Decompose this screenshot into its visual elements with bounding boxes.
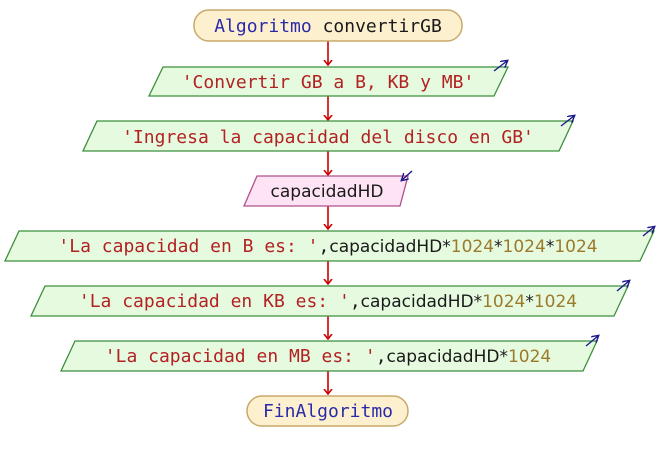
kb-variable: capacidadHD — [361, 292, 474, 312]
input-read: capacidadHD — [243, 170, 413, 207]
output-mb: 'La capacidad en MB es: ',capacidadHD*10… — [59, 336, 598, 372]
output-bytes: 'La capacidad en B es: ',capacidadHD*102… — [3, 227, 654, 262]
mb-variable: capacidadHD — [387, 347, 500, 367]
bytes-op-1: * — [442, 237, 451, 257]
bytes-num-3: 1024 — [554, 237, 597, 257]
algorithm-name: convertirGB — [323, 16, 442, 37]
svg-text:'La capacidad en B es: ',capac: 'La capacidad en B es: ',capacidadHD*102… — [58, 236, 597, 257]
output-prompt-text: 'Ingresa la capacidad del disco en GB' — [122, 127, 534, 148]
kb-sep: , — [350, 291, 361, 312]
mb-string: 'La capacidad en MB es: ' — [105, 346, 376, 367]
kb-num-1: 1024 — [482, 292, 525, 312]
bytes-op-2: * — [494, 237, 503, 257]
kb-op-2: * — [525, 292, 534, 312]
bytes-string: 'La capacidad en B es: ' — [58, 236, 318, 257]
output-arrow-icon — [642, 227, 654, 237]
mb-op-1: * — [499, 347, 508, 367]
bytes-num-1: 1024 — [451, 237, 494, 257]
output-arrow-icon — [585, 336, 598, 347]
end-keyword: FinAlgoritmo — [263, 401, 393, 422]
bytes-op-3: * — [546, 237, 555, 257]
mb-sep: , — [376, 346, 387, 367]
output-kb: 'La capacidad en KB es: ',capacidadHD*10… — [29, 281, 629, 317]
input-variable: capacidadHD — [271, 182, 384, 202]
mb-num-1: 1024 — [508, 347, 551, 367]
start-terminal: Algoritmo convertirGB — [193, 9, 463, 42]
output-arrow-icon — [493, 61, 507, 72]
algorithm-keyword: Algoritmo — [214, 16, 312, 37]
bytes-variable: capacidadHD — [329, 237, 442, 257]
input-arrow-icon — [402, 170, 413, 180]
kb-string: 'La capacidad en KB es: ' — [79, 291, 350, 312]
output-arrow-icon — [616, 281, 629, 292]
kb-op-1: * — [474, 292, 483, 312]
bytes-num-2: 1024 — [503, 237, 546, 257]
svg-text:Algoritmo convertirGB: Algoritmo convertirGB — [214, 16, 442, 37]
output-arrow-icon — [560, 116, 574, 127]
svg-text:'La capacidad en KB es: ',capa: 'La capacidad en KB es: ',capacidadHD*10… — [79, 291, 577, 312]
bytes-sep: , — [319, 236, 330, 257]
output-title: 'Convertir GB a B, KB y MB' — [147, 61, 510, 97]
output-title-text: 'Convertir GB a B, KB y MB' — [182, 72, 475, 93]
end-terminal: FinAlgoritmo — [246, 395, 409, 427]
kb-num-2: 1024 — [534, 292, 577, 312]
output-prompt: 'Ingresa la capacidad del disco en GB' — [81, 116, 574, 152]
svg-text:'La capacidad en MB es: ',capa: 'La capacidad en MB es: ',capacidadHD*10… — [105, 346, 551, 367]
